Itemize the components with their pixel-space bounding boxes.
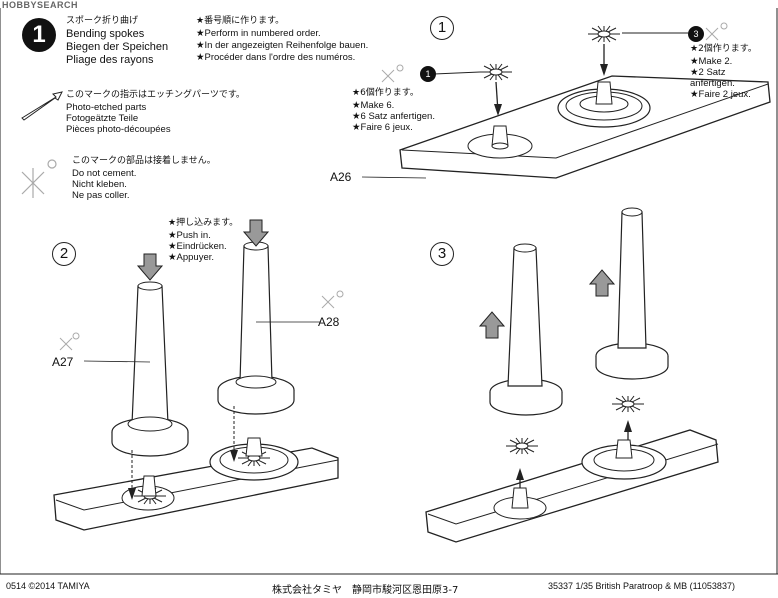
footer-product: 35337 1/35 British Paratroop & MB (11053… [548,581,735,591]
no-cement-de: Nicht kleben. [72,179,127,190]
part-label-a26: A26 [330,170,352,184]
callout-1-badge: 1 [420,66,436,82]
footer-copyright: 0514 ©2014 TAMIYA [6,581,90,591]
make2-fr: ★Faire 2 jeux. [690,89,751,100]
push-in-ja: ★押し込みます。 [168,218,239,228]
push-in-de: ★Eindrücken. [168,241,227,252]
photo-etched-de: Fotogeätzte Teile [66,113,139,124]
no-cement-icon [21,159,57,198]
no-cement-en: Do not cement. [72,168,137,179]
make6-ja: ★6個作ります。 [352,88,419,98]
order-note-ja: ★番号順に作ります。 [196,16,285,26]
step-number-badge: 1 [22,18,56,52]
make2-de-1: ★2 Satz [690,67,726,78]
make2-de-2: anfertigen. [690,78,735,89]
order-note-en: ★Perform in numbered order. [196,28,321,39]
substep3-drawing [425,207,719,543]
footer-company: 株式会社タミヤ 静岡市駿河区恩田原3-7 [272,585,459,596]
step-title-en: Bending spokes [66,28,145,40]
photo-etched-fr: Pièces photo-découpées [66,124,171,135]
photo-etched-ja: このマークの指示はエッチングパーツです。 [66,90,245,100]
photo-etched-en: Photo-etched parts [66,102,147,113]
make6-de: ★6 Satz anfertigen. [352,111,435,122]
substep-1-badge: 1 [430,16,454,40]
substep2-drawing [53,219,344,531]
part-label-a27: A27 [52,355,74,369]
make2-en: ★Make 2. [690,56,733,67]
step-title-fr: Pliage des rayons [66,54,154,66]
photo-etched-arrow-icon [21,91,63,121]
substep-2-badge: 2 [52,242,76,266]
no-cement-ja: このマークの部品は接着しません。 [72,156,216,166]
make6-fr: ★Faire 6 jeux. [352,122,413,133]
push-in-fr: ★Appuyer. [168,252,215,263]
make6-en: ★Make 6. [352,100,395,111]
part-label-a28: A28 [318,315,340,329]
substep-3-badge: 3 [430,242,454,266]
push-in-en: ★Push in. [168,230,211,241]
step-title-de: Biegen der Speichen [66,41,169,53]
step-title-ja: スポーク折り曲げ [66,16,139,26]
order-note-de: ★In der angezeigten Reihenfolge bauen. [196,40,369,51]
callout-3-badge: 3 [688,26,704,42]
make2-ja: ★2個作ります。 [690,44,757,54]
watermark-text: HOBBYSEARCH [2,0,79,10]
no-cement-fr: Ne pas coller. [72,190,130,201]
substep1-drawing [361,22,771,179]
order-note-fr: ★Procéder dans l'ordre des numéros. [196,52,356,63]
